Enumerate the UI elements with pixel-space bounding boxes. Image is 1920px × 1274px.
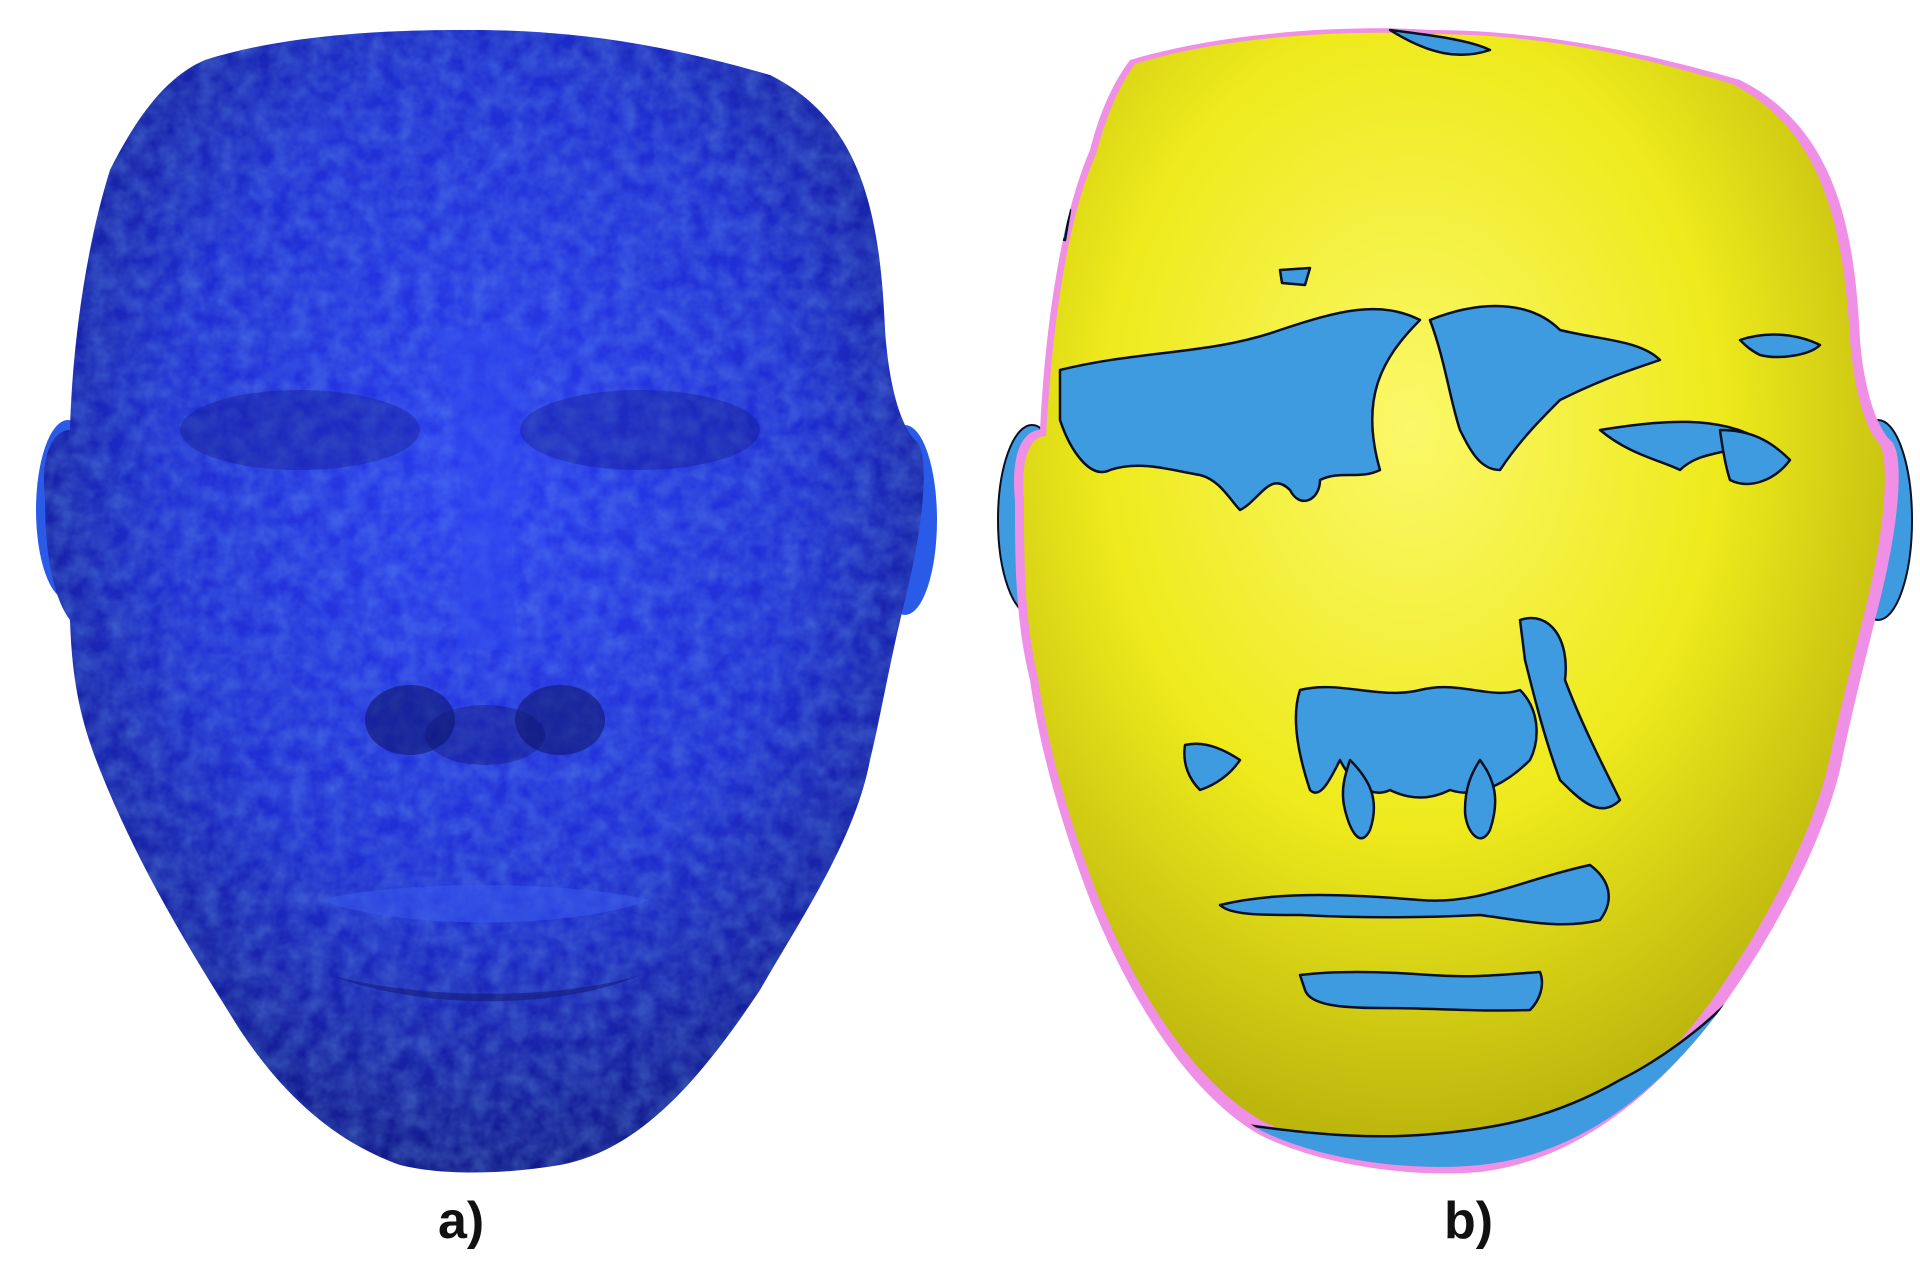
panel-a-caption: a) — [438, 1192, 485, 1250]
face-mesh-deviation-overlay-icon — [997, 28, 1913, 1174]
face-mesh-blue-icon — [36, 30, 937, 1173]
panel-b: b) — [960, 0, 1920, 1274]
panel-b-caption: b) — [1444, 1192, 1494, 1250]
panel-a: a) — [36, 30, 937, 1250]
